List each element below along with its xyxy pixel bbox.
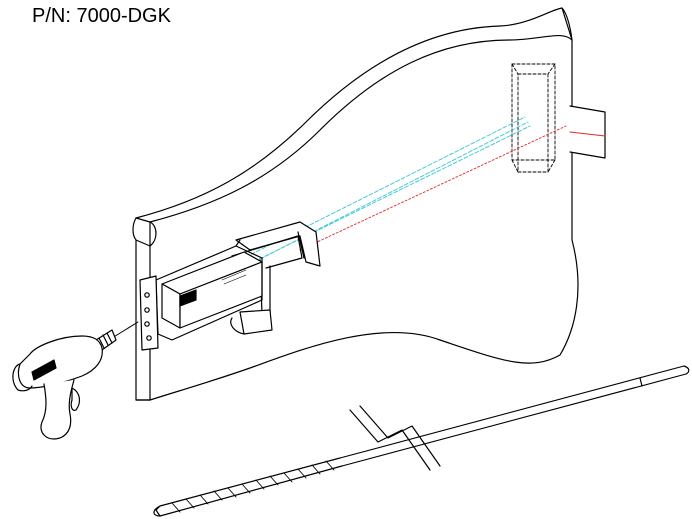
edge-plate-icon: [139, 275, 159, 351]
part-number-label: P/N: 7000-DGK: [32, 5, 171, 27]
drill-bit-icon: [153, 365, 690, 517]
power-drill-icon: [12, 321, 139, 440]
target-flag-icon: [569, 105, 606, 159]
target-box-icon: [511, 63, 556, 173]
wall-panel-icon: [132, 7, 579, 401]
